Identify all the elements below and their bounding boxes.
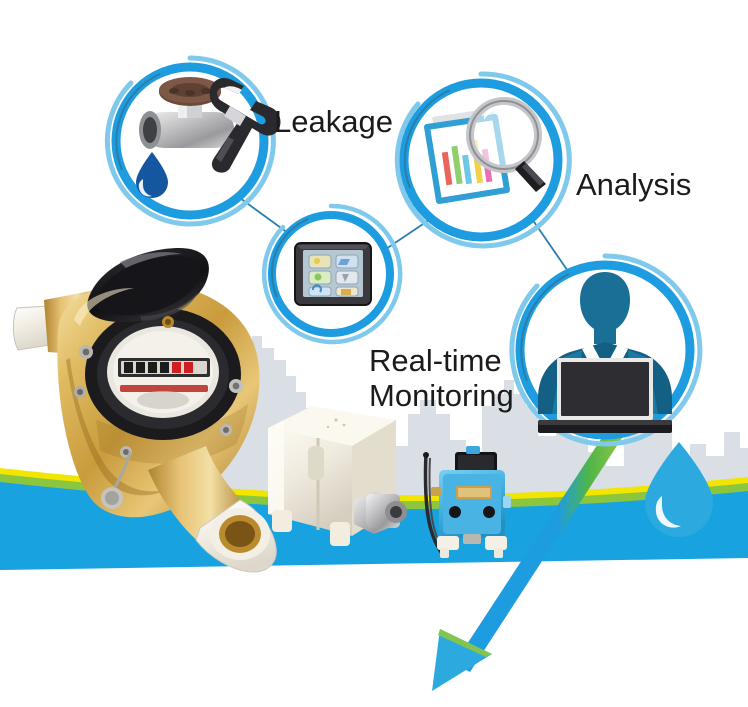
- label-analysis: Analysis: [576, 167, 692, 202]
- leakage-inner-arc: [115, 73, 161, 171]
- realtime-halo-arc: [509, 253, 703, 447]
- meter-cover-open: [87, 247, 209, 323]
- meter-screws: [74, 345, 243, 458]
- touchscreen-halo-arc: [261, 203, 403, 345]
- chart-magnifier-icon: [424, 97, 546, 204]
- person-laptop-icon: [538, 272, 672, 433]
- touchscreen-terminal-icon: [294, 242, 372, 306]
- realtime-inner-arc: [520, 273, 570, 382]
- cable-gland: [354, 492, 407, 534]
- analysis-inner-arc: [403, 89, 451, 189]
- leakage-halo-arc: [104, 55, 276, 227]
- label-realtime-line2: Monitoring: [369, 378, 514, 413]
- water-band-yellow-edge: [0, 468, 748, 507]
- analysis-halo-arc: [394, 71, 572, 249]
- down-left-arrow-icon: [432, 433, 622, 691]
- label-realtime-line1: Real-time: [369, 343, 502, 378]
- water-drop-icon: [645, 442, 713, 537]
- touchscreen-inner-arc: [271, 218, 309, 298]
- leaking-pipe-wrench-icon: [136, 77, 281, 198]
- label-leakage: Leakage: [274, 104, 393, 139]
